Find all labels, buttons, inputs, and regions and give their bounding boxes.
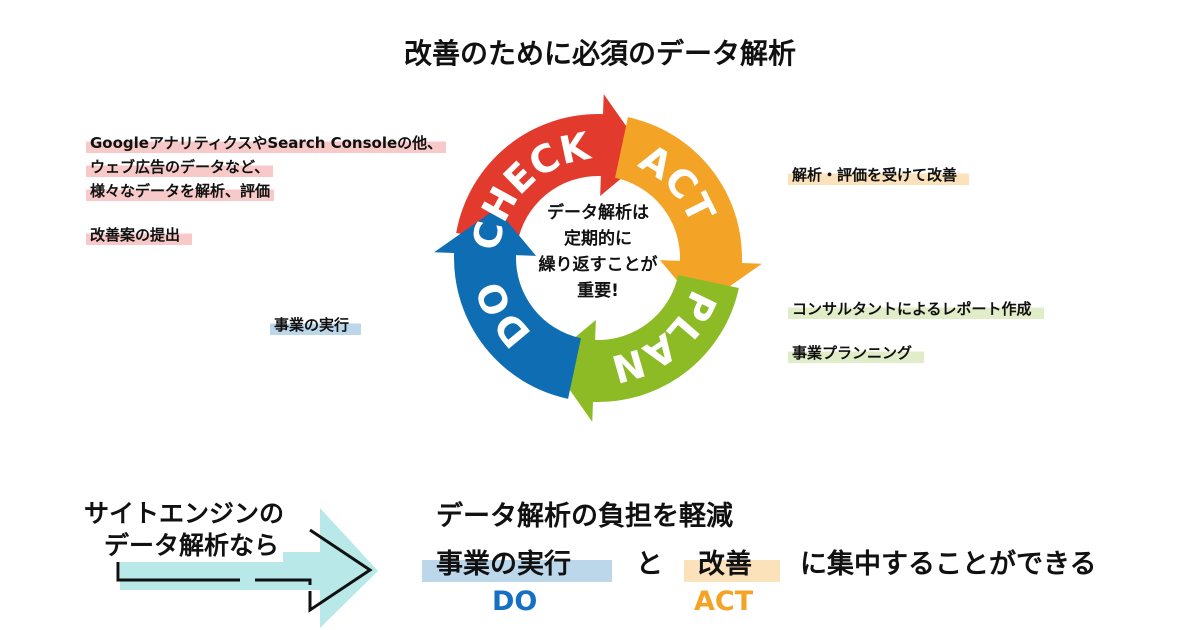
plan-note: 事業プランニング (788, 342, 925, 363)
cycle-center-text: データ解析は定期的に繰り返すことが重要! (538, 203, 658, 301)
arrow-outline-head (255, 528, 373, 613)
check-note: 様々なデータを解析、評価 (86, 180, 275, 201)
item-act: 改善 (698, 549, 752, 580)
arrow-shape (120, 508, 378, 628)
plan-note: コンサルタントによるレポート作成 (788, 298, 1044, 319)
headline: データ解析の負担を軽減 (436, 501, 733, 532)
site-engine-text: データ解析なら (104, 526, 284, 562)
highlight-act (684, 560, 780, 582)
check-note: ウェブ広告のデータなど、 (86, 156, 274, 177)
check-note: GoogleアナリティクスやSearch Consoleの他、 (86, 132, 447, 153)
plan-arrow-segment (548, 275, 739, 422)
do-note: 事業の実行 (270, 314, 362, 335)
act-note: 解析・評価を受けて改善 (788, 164, 970, 185)
check-note: 改善案の提出 (86, 224, 193, 245)
highlight-do (422, 560, 612, 582)
check-arrow-segment (456, 94, 648, 244)
page-title: 改善のために必須のデータ解析 (403, 37, 796, 70)
site-engine-text: サイトエンジンの (84, 499, 285, 528)
do-caption: DO (492, 586, 538, 617)
act-caption: ACT (694, 586, 754, 617)
act-arrow-segment (615, 117, 762, 308)
tail-text: に集中することができる (800, 549, 1097, 580)
item-do: 事業の実行 (436, 549, 571, 580)
and-text: と (636, 549, 663, 580)
do-arrow-segment (434, 208, 581, 399)
